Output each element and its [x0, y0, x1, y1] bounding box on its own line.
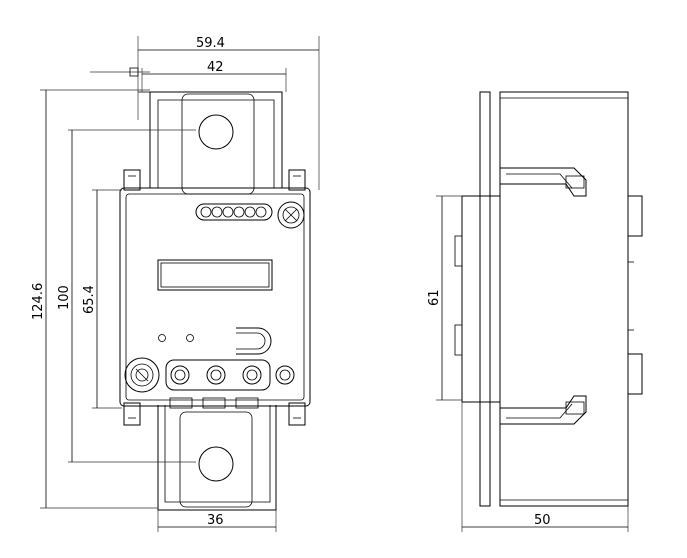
side-dimensions: 61 50	[427, 195, 629, 532]
side-front-panel	[461, 195, 501, 403]
dim-width-bottom: 36	[207, 513, 224, 528]
dim-height-body: 65.4	[82, 285, 97, 314]
dim-side-height: 61	[427, 289, 442, 306]
top-mounting-hole	[198, 114, 234, 150]
meter-body	[119, 187, 311, 407]
front-view	[119, 91, 311, 511]
dim-width-overall: 59.4	[196, 36, 225, 51]
dim-side-width: 50	[534, 513, 551, 528]
bottom-mounting-hole	[198, 446, 234, 482]
dim-height-overall: 124.6	[31, 283, 46, 320]
u-shaped-port	[236, 327, 272, 355]
terminal-block	[165, 359, 271, 391]
front-dimensions: 59.4 42 124.6 100 65.4 36	[31, 36, 320, 532]
led-indicators	[200, 206, 267, 218]
dim-width-top: 42	[207, 60, 224, 75]
side-view	[454, 91, 643, 507]
lcd-display	[157, 259, 273, 291]
dim-height-holes: 100	[57, 285, 72, 310]
